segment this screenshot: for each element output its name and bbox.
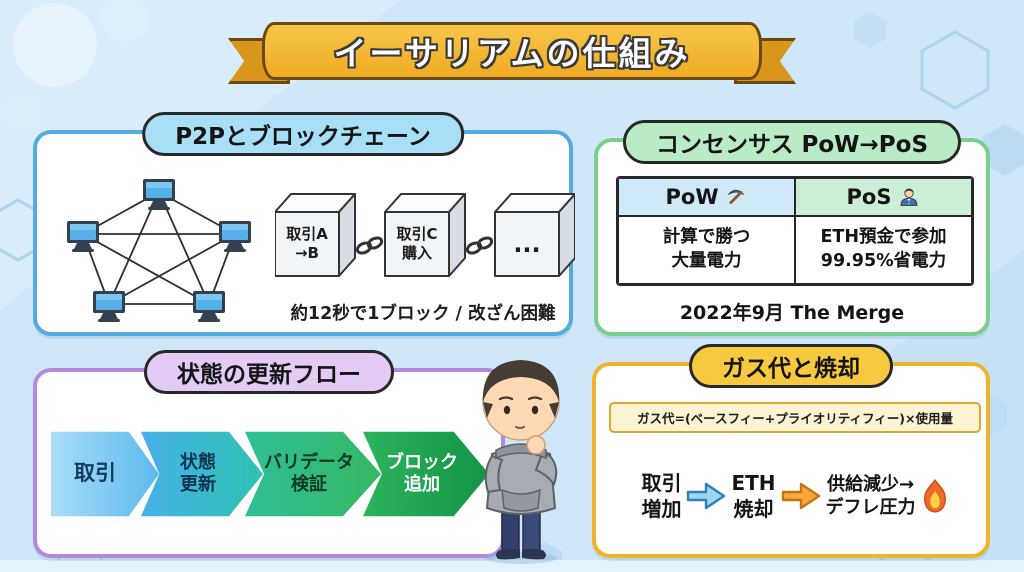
pos-header-cell: PoS: [795, 178, 972, 216]
p2p-blockchain-panel: P2Pとブロックチェーン: [33, 112, 576, 336]
merge-caption: 2022年9月 The Merge: [679, 302, 905, 324]
block-label-3: ...: [513, 230, 541, 258]
pos-label: PoS: [846, 185, 892, 209]
pow-detail-cell: 計算で勝つ 大量電力: [618, 216, 795, 284]
gas-step-deflation: 供給減少→ デフレ圧力: [825, 473, 916, 518]
flow-step-transaction: 取引: [51, 431, 159, 517]
blockchain-blocks: 取引A →B 取引C 購入 ...: [274, 192, 576, 296]
pow-header-cell: PoW: [618, 178, 795, 216]
flow-arrow-sequence: 取引 状態 更新 バリデータ 検証 ブロック 追加: [51, 426, 497, 522]
blue-arrow-icon: [687, 482, 726, 510]
consensus-panel-title: コンセンサス PoW→PoS: [622, 120, 962, 164]
pos-detail-cell: ETH預金で参加 99.95%省電力: [795, 216, 972, 284]
page-title: イーサリアムの仕組み: [333, 34, 691, 73]
gas-step-eth-burn: ETH 焼却: [731, 471, 776, 521]
gas-flow-sequence: 取引 増加 ETH 焼却 供給減少→ デフレ圧力: [604, 448, 986, 544]
thinking-boy-character: [482, 360, 560, 564]
block-label-2: 取引C 購入: [396, 225, 438, 262]
pickaxe-icon: [728, 189, 745, 204]
orange-arrow-icon: [781, 482, 820, 510]
flow-panel-title: 状態の更新フロー: [144, 350, 394, 394]
flame-icon: [923, 478, 946, 513]
banner-ribbon: イーサリアムの仕組み: [262, 22, 762, 80]
gas-burn-panel: ガス代と焼却 ガス代=(ベースフィー+プライオリティフィー)×使用量 取引 増加…: [592, 344, 990, 558]
gas-step-tx-increase: 取引 増加: [641, 471, 682, 521]
validator-icon: [901, 188, 918, 206]
consensus-table: PoW PoS 計算で勝つ 大量電力 ETH預金で参加 99.95%省電力: [616, 176, 974, 286]
flow-step-validator-check: バリデータ 検証: [245, 431, 381, 517]
gas-formula: ガス代=(ベースフィー+プライオリティフィー)×使用量: [609, 402, 981, 433]
block-label-1: 取引A →B: [286, 225, 328, 262]
p2p-network-diagram: [67, 179, 251, 322]
flow-step-state-update: 状態 更新: [141, 431, 263, 517]
p2p-caption: 約12秒で1ブロック / 改ざん困難: [290, 304, 556, 324]
state-flow-panel: 状態の更新フロー 取引 状態 更新 バリデータ 検証 ブロック 追加: [33, 350, 505, 558]
consensus-panel: コンセンサス PoW→PoS PoW PoS 計算で勝つ 大量: [594, 120, 990, 336]
p2p-panel-title: P2Pとブロックチェーン: [142, 112, 464, 156]
title-banner: イーサリアムの仕組み: [228, 22, 796, 84]
gas-panel-title: ガス代と焼却: [689, 344, 893, 388]
pow-label: PoW: [665, 185, 719, 209]
